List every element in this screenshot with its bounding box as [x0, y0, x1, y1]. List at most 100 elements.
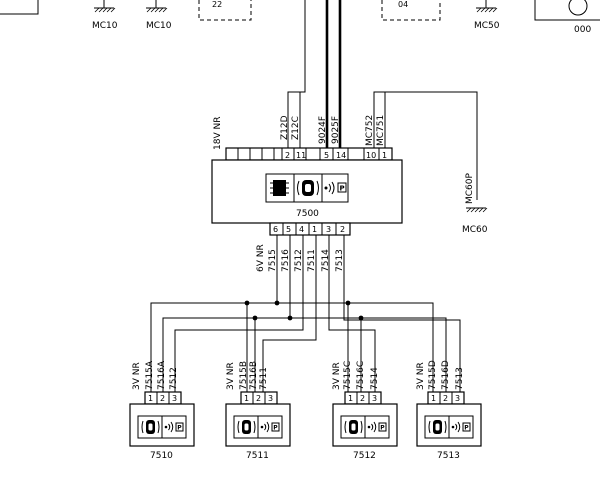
pin-number: 2 — [360, 394, 365, 403]
pin-number: 1 — [431, 394, 436, 403]
pin-number: 1 — [148, 394, 153, 403]
junction-dot — [345, 300, 351, 306]
wire-label: 7513 — [455, 367, 465, 390]
pin-number: 2 — [443, 394, 448, 403]
pin-number: 2 — [256, 394, 261, 403]
wire-label: 7516D — [441, 360, 451, 390]
svg-text:P: P — [177, 425, 182, 432]
parking-sensor-icon — [297, 180, 319, 196]
sensor-bus-wiring — [150, 235, 461, 392]
svg-text:P: P — [340, 185, 345, 193]
ground-mc10-a: MC10 — [92, 0, 118, 31]
wire-label: MC751 — [376, 115, 386, 146]
partial-connector-box-2: 04 — [381, 0, 441, 21]
pin-number: 3 — [326, 225, 331, 234]
wire-label: 7516C — [356, 361, 366, 390]
connector-label: 3V NR — [132, 362, 142, 390]
ecu-7500: P 7500 — [211, 159, 403, 224]
sensor-7510: 3V NR 7515A 7516A 7512 1 2 3 P 7510 — [129, 360, 195, 461]
sound-wave-icon — [324, 181, 335, 195]
partial-box-right: 000 — [534, 0, 600, 35]
sensor-id: 7510 — [150, 451, 173, 461]
pin-number: 2 — [160, 394, 165, 403]
pin-number: 1 — [312, 225, 317, 234]
sound-wave-icon — [164, 421, 174, 433]
parking-p-icon: P — [462, 422, 471, 432]
pin-number: 10 — [366, 151, 376, 160]
wire-label: 7516 — [281, 249, 291, 272]
pin-number: 5 — [324, 151, 329, 160]
parking-sensor-icon — [141, 420, 160, 434]
parking-p-icon: P — [337, 182, 347, 193]
pin-number: 11 — [296, 151, 306, 160]
pin-number: 3 — [372, 394, 377, 403]
ecu-connector-top: 2 11 5 14 10 1 — [225, 147, 393, 161]
connector-label: 3V NR — [416, 362, 426, 390]
wire-label: 9024F — [318, 116, 328, 144]
parking-p-icon: P — [378, 422, 387, 432]
junction-dot — [274, 300, 280, 306]
partial-box-left — [0, 0, 39, 15]
connector-label: 3V NR — [332, 362, 342, 390]
parking-sensor-icon — [344, 420, 363, 434]
parking-sensor-icon — [237, 420, 256, 434]
pin-number: 1 — [382, 151, 387, 160]
wire-label: 7516A — [157, 360, 167, 390]
ground-label: MC50 — [474, 21, 500, 31]
ecu-connector-bottom: 6 5 4 1 3 2 6V NR 7515 7516 7512 7511 75… — [256, 222, 351, 272]
parking-sensor-icon — [428, 420, 447, 434]
pin-number: 4 — [299, 225, 304, 234]
wire-label: 7515B — [239, 361, 249, 390]
pin-number: 3 — [268, 394, 273, 403]
wire-label: 7512 — [294, 249, 304, 272]
wire-label: 7512 — [169, 367, 179, 390]
ground-mc50: MC50 — [474, 0, 500, 31]
wire-label: Z12C — [291, 116, 301, 140]
partial-box-label: 000 — [574, 25, 591, 35]
wire-label: 7515C — [343, 361, 353, 390]
wire-label: MC752 — [365, 115, 375, 146]
wire-label: 7516B — [249, 361, 259, 390]
wire-label: 7511 — [307, 249, 317, 272]
pin-number: 6 — [273, 225, 278, 234]
wire-label: Z12D — [280, 115, 290, 140]
wire-label: 7515D — [428, 360, 438, 390]
connector-label: 3V NR — [226, 362, 236, 390]
ecu-top-wires: Z12D Z12C 9024F 9025F MC752 MC751 18V NR — [213, 0, 478, 200]
microchip-icon — [270, 180, 289, 196]
wire-label: 7511 — [259, 367, 269, 390]
ground-label: MC10 — [92, 21, 118, 31]
svg-text:P: P — [464, 425, 469, 432]
junction-dot — [287, 315, 293, 321]
svg-text:P: P — [380, 425, 385, 432]
pin-number: 5 — [286, 225, 291, 234]
junction-dot — [244, 300, 250, 306]
wire-label: 9025F — [331, 116, 341, 144]
sound-wave-icon — [260, 421, 270, 433]
junction-dot — [358, 315, 364, 321]
partial-box-label: 22 — [212, 0, 222, 9]
wire-label: 7514 — [321, 249, 331, 272]
partial-connector-box-1: 22 — [198, 0, 252, 21]
sensor-7511: 3V NR 7515B 7516B 7511 1 2 3 P 7511 — [225, 361, 291, 461]
wire-label: 7515 — [268, 249, 278, 272]
sensor-7512: 3V NR 7515C 7516C 7514 1 2 3 P 7512 — [332, 361, 398, 461]
sound-wave-icon — [367, 421, 377, 433]
pin-number: 2 — [340, 225, 345, 234]
partial-box-label: 04 — [398, 0, 408, 9]
wire-label: 7515A — [145, 360, 155, 390]
pin-number: 1 — [244, 394, 249, 403]
pin-number: 2 — [285, 151, 290, 160]
pin-number: 3 — [172, 394, 177, 403]
top-section: MC10 MC10 22 04 MC50 — [0, 0, 600, 35]
sensor-id: 7511 — [246, 451, 269, 461]
pin-number: 14 — [336, 151, 346, 160]
ground-mc10-b: MC10 — [146, 0, 172, 31]
pin-number: 1 — [348, 394, 353, 403]
ground-mc60: MC60P MC60 — [462, 172, 488, 235]
junction-dot — [252, 315, 258, 321]
ground-label: MC60 — [462, 225, 488, 235]
wire-label: 7513 — [335, 249, 345, 272]
connector-label: 18V NR — [213, 117, 223, 150]
